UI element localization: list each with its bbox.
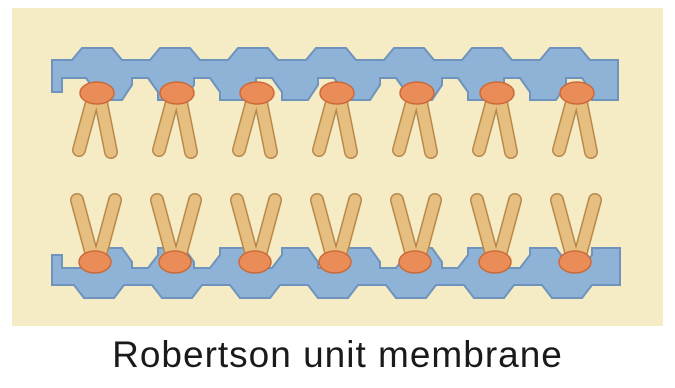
lipid-head	[480, 82, 514, 104]
lipid-head	[80, 82, 114, 104]
lipid-head	[239, 251, 271, 273]
lipid-head	[319, 251, 351, 273]
lipid-head	[479, 251, 511, 273]
figure-caption: Robertson unit membrane	[0, 333, 675, 377]
lipid-head	[160, 82, 194, 104]
membrane-diagram	[0, 0, 675, 330]
lipid-head	[400, 82, 434, 104]
lipid-head	[560, 82, 594, 104]
lipid-head	[79, 251, 111, 273]
lipid-head	[399, 251, 431, 273]
lipid-head	[320, 82, 354, 104]
lipid-head	[240, 82, 274, 104]
lipid-head	[559, 251, 591, 273]
lipid-head	[159, 251, 191, 273]
